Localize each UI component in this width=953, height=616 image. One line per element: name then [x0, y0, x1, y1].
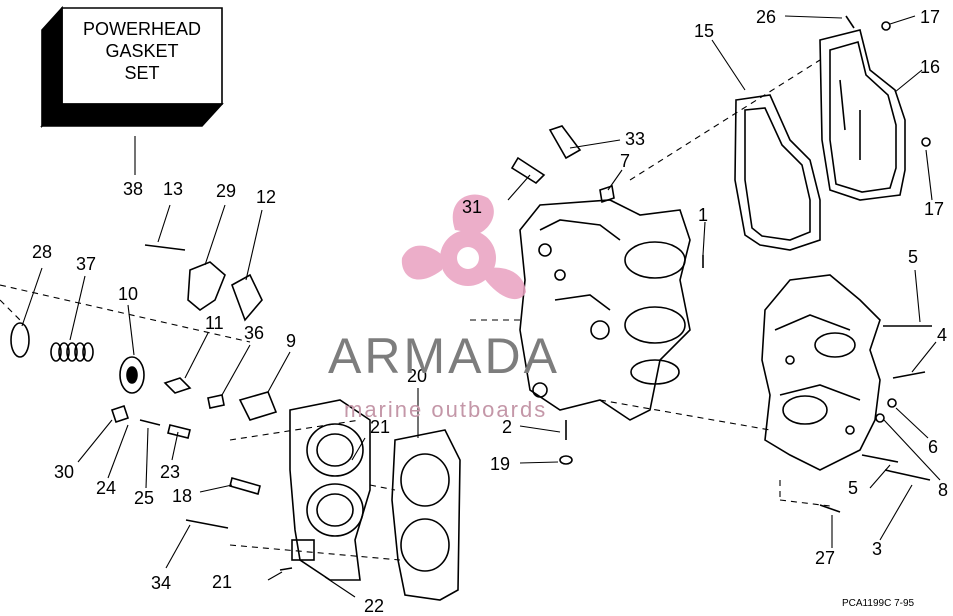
cylinder-head [289, 399, 371, 581]
callout-22: 22 [364, 596, 385, 616]
callout-9: 9 [286, 331, 297, 351]
callout-19: 19 [490, 454, 511, 474]
drawing-code: PCA1199C 7-95 [842, 598, 915, 609]
callout-5-lower: 5 [848, 478, 859, 498]
logo-hub [457, 247, 479, 269]
callout-2: 2 [502, 417, 513, 437]
callout-29: 29 [216, 181, 237, 201]
transfer-cover [819, 29, 906, 201]
callout-26: 26 [756, 7, 777, 27]
kit-label-line2: GASKET [105, 41, 179, 61]
callout-17-upper: 17 [920, 7, 941, 27]
callout-11: 11 [205, 313, 224, 333]
callout-21-upper: 21 [370, 417, 391, 437]
callout-8: 8 [938, 480, 949, 500]
kit-label-line1: POWERHEAD [82, 19, 201, 39]
head-gasket [391, 429, 461, 601]
callout-37: 37 [76, 254, 97, 274]
cylinder-block [519, 199, 691, 421]
leader-lines [21, 15, 941, 598]
callout-21-lower: 21 [212, 572, 233, 592]
small-parts [10, 15, 932, 571]
callout-13: 13 [163, 179, 184, 199]
callout-38: 38 [123, 179, 144, 199]
callout-36: 36 [244, 323, 265, 343]
callout-31: 31 [462, 197, 483, 217]
callout-25: 25 [134, 488, 155, 508]
watermark-brand: ARMADA [328, 328, 560, 384]
alignment-lines [0, 59, 831, 561]
callout-18: 18 [172, 486, 193, 506]
callout-10: 10 [118, 284, 139, 304]
callout-20: 20 [407, 366, 428, 386]
callout-27: 27 [815, 548, 836, 568]
callout-3: 3 [872, 539, 883, 559]
callout-30: 30 [54, 462, 75, 482]
callout-23: 23 [160, 462, 181, 482]
transfer-cover-gasket [734, 94, 821, 251]
callout-15: 15 [694, 21, 715, 41]
callout-16: 16 [920, 57, 941, 77]
callout-28: 28 [32, 242, 53, 262]
callout-33: 33 [625, 129, 646, 149]
kit-label-line3: SET [124, 63, 160, 83]
callout-17-lower: 17 [924, 199, 945, 219]
callout-4: 4 [937, 325, 948, 345]
callout-12: 12 [256, 187, 277, 207]
callout-6: 6 [928, 437, 939, 457]
callout-7: 7 [620, 151, 631, 171]
callout-24: 24 [96, 478, 117, 498]
callout-1: 1 [698, 205, 709, 225]
watermark-tagline: marine outboards [344, 397, 548, 422]
callout-5-upper: 5 [908, 247, 919, 267]
gasket-kit-label: POWERHEAD GASKET SET [62, 18, 222, 84]
callout-34: 34 [151, 573, 172, 593]
gasket-kit-box [40, 5, 224, 129]
crankcase [761, 274, 881, 471]
